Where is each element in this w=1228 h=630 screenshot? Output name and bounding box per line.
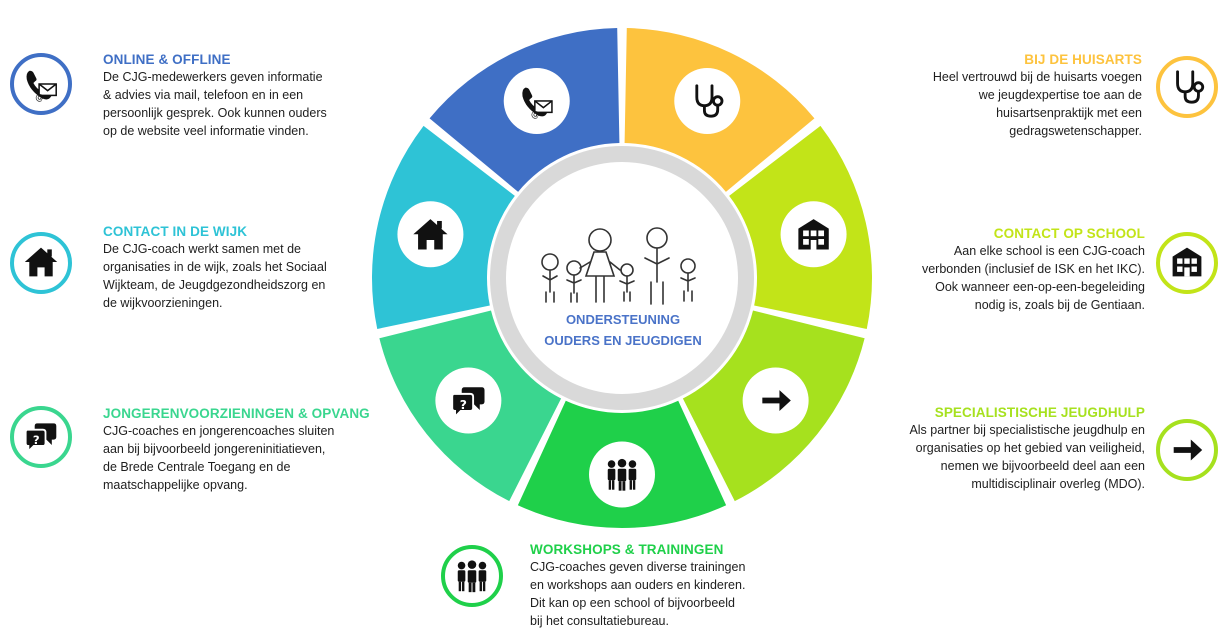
- school-text: Aan elke school is een CJG-coach verbond…: [921, 244, 1145, 312]
- specialistisch-text: Als partner bij specialistische jeugdhul…: [909, 423, 1145, 491]
- workshops-text: CJG-coaches geven diverse trainingen en …: [530, 560, 746, 628]
- stethoscope-icon: [1176, 70, 1205, 104]
- wijk-title: CONTACT IN DE WIJK: [103, 224, 248, 239]
- huisarts-title: BIJ DE HUISARTS: [1024, 52, 1142, 67]
- people-icon: [457, 560, 487, 593]
- online-badge: [10, 53, 72, 115]
- school-block: CONTACT OP SCHOOL Aan elke school is een…: [850, 226, 1145, 314]
- center-title-line1: ONDERSTEUNING: [565, 312, 681, 327]
- chat-bubbles-icon: [24, 422, 58, 453]
- online-text: De CJG-medewerkers geven informatie & ad…: [103, 70, 327, 138]
- online-block: ONLINE & OFFLINE De CJG-medewerkers geve…: [103, 52, 383, 140]
- workshops-title: WORKSHOPS & TRAININGEN: [530, 542, 724, 557]
- wijk-block: CONTACT IN DE WIJK De CJG-coach werkt sa…: [103, 224, 383, 312]
- online-title: ONLINE & OFFLINE: [103, 52, 231, 67]
- school-badge: [1156, 232, 1218, 294]
- center-title-line2: OUDERS EN JEUGDIGEN: [544, 333, 702, 348]
- arrow-right-icon: [1173, 439, 1203, 461]
- huisarts-text: Heel vertrouwd bij de huisarts voegen we…: [932, 70, 1142, 138]
- specialistisch-badge: [1156, 419, 1218, 481]
- family-illustration-icon: [541, 227, 696, 305]
- center-disc: [506, 162, 738, 394]
- phone-mail-icon: [25, 69, 57, 103]
- school-icon: [1172, 247, 1202, 277]
- school-title: CONTACT OP SCHOOL: [993, 226, 1145, 241]
- workshops-block: WORKSHOPS & TRAININGEN CJG-coaches geven…: [530, 542, 800, 630]
- house-icon: [24, 247, 58, 277]
- jongeren-block: JONGERENVOORZIENINGEN & OPVANG CJG-coach…: [103, 406, 413, 494]
- specialistisch-block: SPECIALISTISCHE JEUGDHULP Als partner bi…: [855, 405, 1145, 493]
- huisarts-badge: [1156, 56, 1218, 118]
- wijk-text: De CJG-coach werkt samen met de organisa…: [103, 242, 327, 310]
- jongeren-title: JONGERENVOORZIENINGEN & OPVANG: [103, 406, 370, 421]
- segment-huisarts-badge: [674, 67, 741, 134]
- huisarts-block: BIJ DE HUISARTS Heel vertrouwd bij de hu…: [880, 52, 1142, 140]
- workshops-badge: [441, 545, 503, 607]
- wijk-badge: [10, 232, 72, 294]
- specialistisch-title: SPECIALISTISCHE JEUGDHULP: [934, 405, 1145, 420]
- jongeren-badge: [10, 406, 72, 468]
- jongeren-text: CJG-coaches en jongerencoaches sluiten a…: [103, 424, 335, 492]
